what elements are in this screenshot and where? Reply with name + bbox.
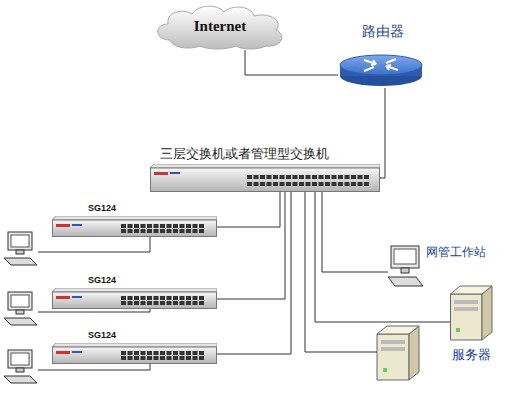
node-label: SG124 <box>88 276 116 286</box>
pc-icon <box>4 350 37 383</box>
server-icon <box>450 282 494 342</box>
node-label: Internet <box>150 18 290 35</box>
connector-line <box>380 88 385 178</box>
switch-icon <box>52 288 217 309</box>
switch-icon <box>52 216 217 237</box>
node-icon <box>52 288 217 313</box>
switch-icon <box>150 164 380 192</box>
connector-line <box>245 50 338 75</box>
node-label: 服务器 <box>452 348 491 362</box>
pc-wires <box>38 192 377 370</box>
access-switch: SG124 <box>52 330 217 364</box>
node-icon <box>150 164 380 196</box>
node-icon <box>338 50 424 92</box>
workstation-icon <box>388 244 424 290</box>
router-icon <box>338 50 424 88</box>
workstation-node: 网管工作站 <box>388 244 502 290</box>
node-label: 路由器 <box>362 24 404 39</box>
pc-icon <box>4 292 37 325</box>
server-node: 服务器 <box>450 282 506 366</box>
pc-icon <box>4 232 37 265</box>
node-icon <box>52 343 217 368</box>
node-icon <box>388 244 424 294</box>
router-node: 路由器 <box>338 22 424 88</box>
switch-icon <box>52 343 217 364</box>
connector-line <box>217 192 291 354</box>
connector-line <box>217 192 285 299</box>
node-label: 三层交换机或者管理型交换机 <box>160 147 329 161</box>
node-icon <box>450 282 494 346</box>
node-label: SG124 <box>88 204 116 214</box>
access-switch: SG124 <box>52 203 217 237</box>
node-label: 网管工作站 <box>426 246 486 259</box>
connector-line <box>217 192 280 227</box>
core-switch: 三层交换机或者管理型交换机 <box>150 146 380 192</box>
server-icon <box>377 326 419 380</box>
connector-line <box>322 192 388 272</box>
internet-cloud: Internet <box>150 2 290 50</box>
node-label: SG124 <box>88 331 116 341</box>
access-switch: SG124 <box>52 275 217 309</box>
node-icon <box>52 216 217 241</box>
